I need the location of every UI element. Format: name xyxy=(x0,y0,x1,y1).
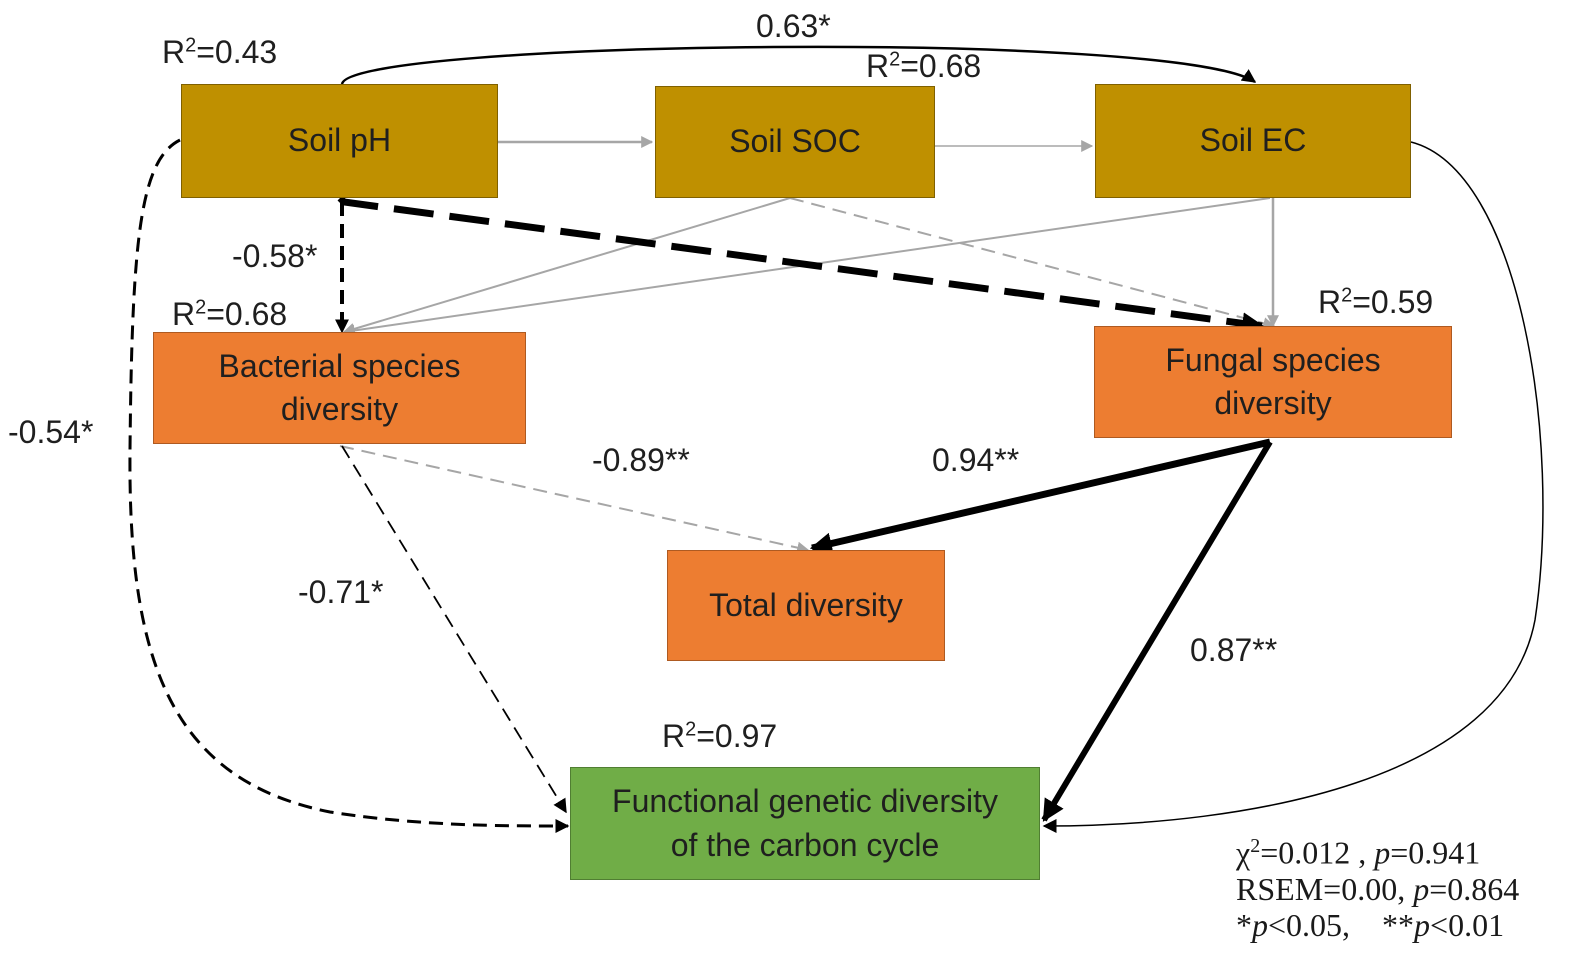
node-label: of the carbon cycle xyxy=(670,826,940,863)
r2-soil-ec: R2=0.68 xyxy=(866,48,982,84)
node-soil-soc: Soil SOC xyxy=(655,86,935,198)
coef-ph-to-bacterial: -0.58* xyxy=(232,238,318,274)
r2-fungal: R2=0.59 xyxy=(1318,284,1434,320)
arrow-bacterial-to-functional xyxy=(341,445,567,814)
arrow-soc-to-bacterial xyxy=(342,197,791,335)
arrow-ph-to-ec xyxy=(340,45,1257,85)
stats-chi: χ2=0.012 , p=0.941 xyxy=(1236,834,1481,871)
arrow-soc-to-fungal xyxy=(789,197,1276,330)
node-bacterial-diversity: Bacterial species diversity xyxy=(153,332,526,444)
node-label: Soil EC xyxy=(1199,122,1307,159)
coef-fungal-to-total: 0.94** xyxy=(932,442,1020,478)
model-fit-stats: χ2=0.012 , p=0.941 RSEM=0.00, p=0.864 *p… xyxy=(1236,828,1519,943)
node-label: Soil pH xyxy=(287,122,392,159)
node-label: Fungal species xyxy=(1165,341,1381,378)
node-label: Total diversity xyxy=(709,586,903,623)
stats-significance: *p<0.05, **p<0.01 xyxy=(1236,906,1505,943)
arrow-ph-to-fungal xyxy=(337,195,1265,335)
r2-functional: R2=0.97 xyxy=(662,718,778,754)
coef-ph-to-ec: 0.63* xyxy=(756,8,831,44)
stats-rsem: RSEM=0.00, p=0.864 xyxy=(1236,870,1520,907)
node-label: Bacterial species xyxy=(218,347,461,384)
node-functional-diversity: Functional genetic diversity of the carb… xyxy=(570,767,1040,880)
arrow-fungal-to-functional xyxy=(1041,440,1273,822)
node-fungal-diversity: Fungal species diversity xyxy=(1094,326,1452,438)
node-label: Soil SOC xyxy=(729,123,861,160)
arrow-ec-to-functional xyxy=(1042,141,1544,833)
r2-bacterial: R2=0.68 xyxy=(172,296,288,332)
arrow-ph-to-functional xyxy=(128,138,570,833)
coef-fungal-to-functional: 0.87** xyxy=(1190,632,1278,668)
node-soil-ph: Soil pH xyxy=(181,84,498,198)
coef-bacterial-to-total: -0.89** xyxy=(592,442,690,478)
r2-soil-ph: R2=0.43 xyxy=(162,34,278,70)
node-total-diversity: Total diversity xyxy=(667,550,945,661)
coef-ph-to-functional: -0.54* xyxy=(8,414,94,450)
arrow-bacterial-to-total xyxy=(339,445,810,554)
arrow-fungal-to-total xyxy=(809,438,1271,555)
node-label: diversity xyxy=(280,391,399,427)
coef-bacterial-to-functional: -0.71* xyxy=(298,574,384,610)
node-label: diversity xyxy=(1214,385,1332,421)
node-soil-ec: Soil EC xyxy=(1095,84,1411,198)
node-label: Functional genetic diversity xyxy=(612,783,998,820)
